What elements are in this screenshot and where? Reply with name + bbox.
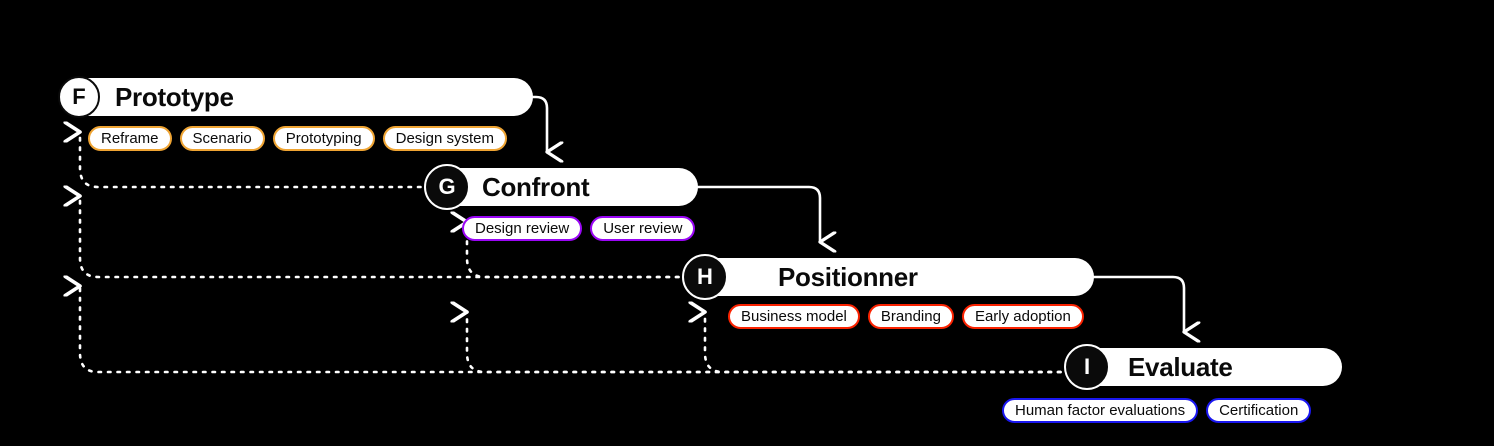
stage-badge-letter: H xyxy=(697,264,713,289)
stage-title-prototype: Prototype xyxy=(115,81,234,112)
stage-badge-letter: F xyxy=(72,84,86,109)
stage-badge-letter: G xyxy=(438,174,456,199)
stage-bar-positionner[interactable]: H Positionner xyxy=(682,254,1094,300)
stage-bar-evaluate[interactable]: I Evaluate xyxy=(1064,344,1342,390)
stage-evaluate: I Evaluate xyxy=(1064,344,1342,390)
stage-badge-f: F xyxy=(58,76,100,118)
stage-badge-i: I xyxy=(1064,344,1110,390)
tag-design-review[interactable]: Design review xyxy=(462,216,583,241)
tag-group-confront: Design review User review xyxy=(462,216,696,241)
tag-prototyping[interactable]: Prototyping xyxy=(272,126,375,151)
tag-human-factor-evaluations[interactable]: Human factor evaluations xyxy=(1002,398,1199,423)
feedback-evaluate-to-prototype xyxy=(80,286,1072,374)
tag-business-model[interactable]: Business model xyxy=(728,304,860,329)
tag-reframe[interactable]: Reframe xyxy=(88,126,172,151)
stage-bar-confront[interactable]: G Confront xyxy=(424,164,698,210)
stage-badge-letter: I xyxy=(1083,354,1091,379)
tag-early-adoption[interactable]: Early adoption xyxy=(961,304,1084,329)
stage-title-positionner: Positionner xyxy=(778,261,918,292)
stage-bar-prototype[interactable]: F Prototype xyxy=(58,76,533,118)
tag-scenario[interactable]: Scenario xyxy=(179,126,265,151)
tag-design-system[interactable]: Design system xyxy=(382,126,507,151)
tag-user-review[interactable]: User review xyxy=(590,216,696,241)
stage-confront: G Confront xyxy=(424,164,698,210)
tag-group-evaluate: Human factor evaluations Certification xyxy=(1002,398,1312,423)
stage-prototype: F Prototype xyxy=(58,76,533,118)
stage-badge-g: G xyxy=(424,164,470,210)
stage-title-confront: Confront xyxy=(482,171,590,202)
tag-group-prototype: Reframe Scenario Prototyping Design syst… xyxy=(88,126,507,151)
tag-group-positionner: Business model Branding Early adoption xyxy=(728,304,1084,329)
tag-certification[interactable]: Certification xyxy=(1206,398,1312,423)
stage-title-evaluate: Evaluate xyxy=(1128,351,1233,382)
stage-positionner: H Positionner xyxy=(682,254,1094,300)
tag-branding[interactable]: Branding xyxy=(867,304,954,329)
stage-badge-h: H xyxy=(682,254,728,300)
